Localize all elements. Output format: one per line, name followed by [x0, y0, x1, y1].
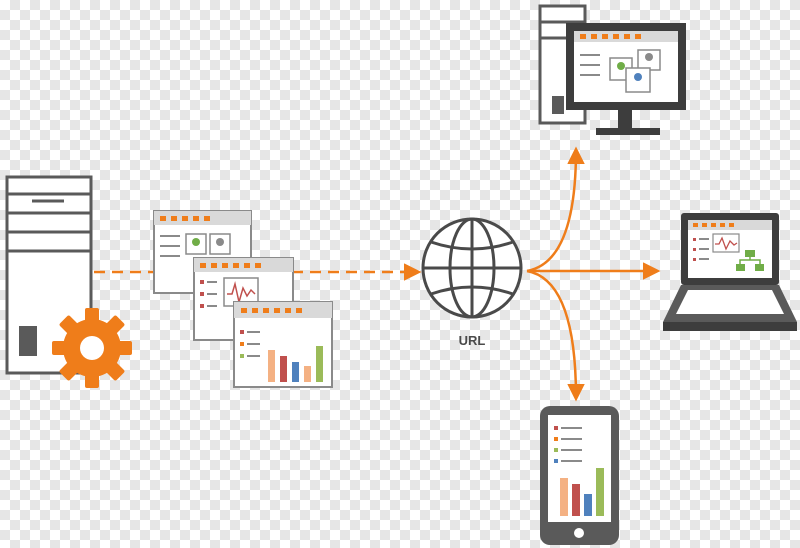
smartphone-icon: [540, 406, 619, 545]
gear-icon: [52, 308, 132, 388]
url-label: URL: [458, 333, 486, 348]
server-icon: [5, 175, 93, 375]
report-window-icon: [233, 301, 333, 388]
desktop-computer-icon: [538, 4, 686, 135]
globe-icon: [421, 217, 523, 319]
distribution-arrows: [526, 146, 661, 402]
laptop-icon: [663, 213, 797, 331]
report-window-icon: [193, 257, 294, 341]
